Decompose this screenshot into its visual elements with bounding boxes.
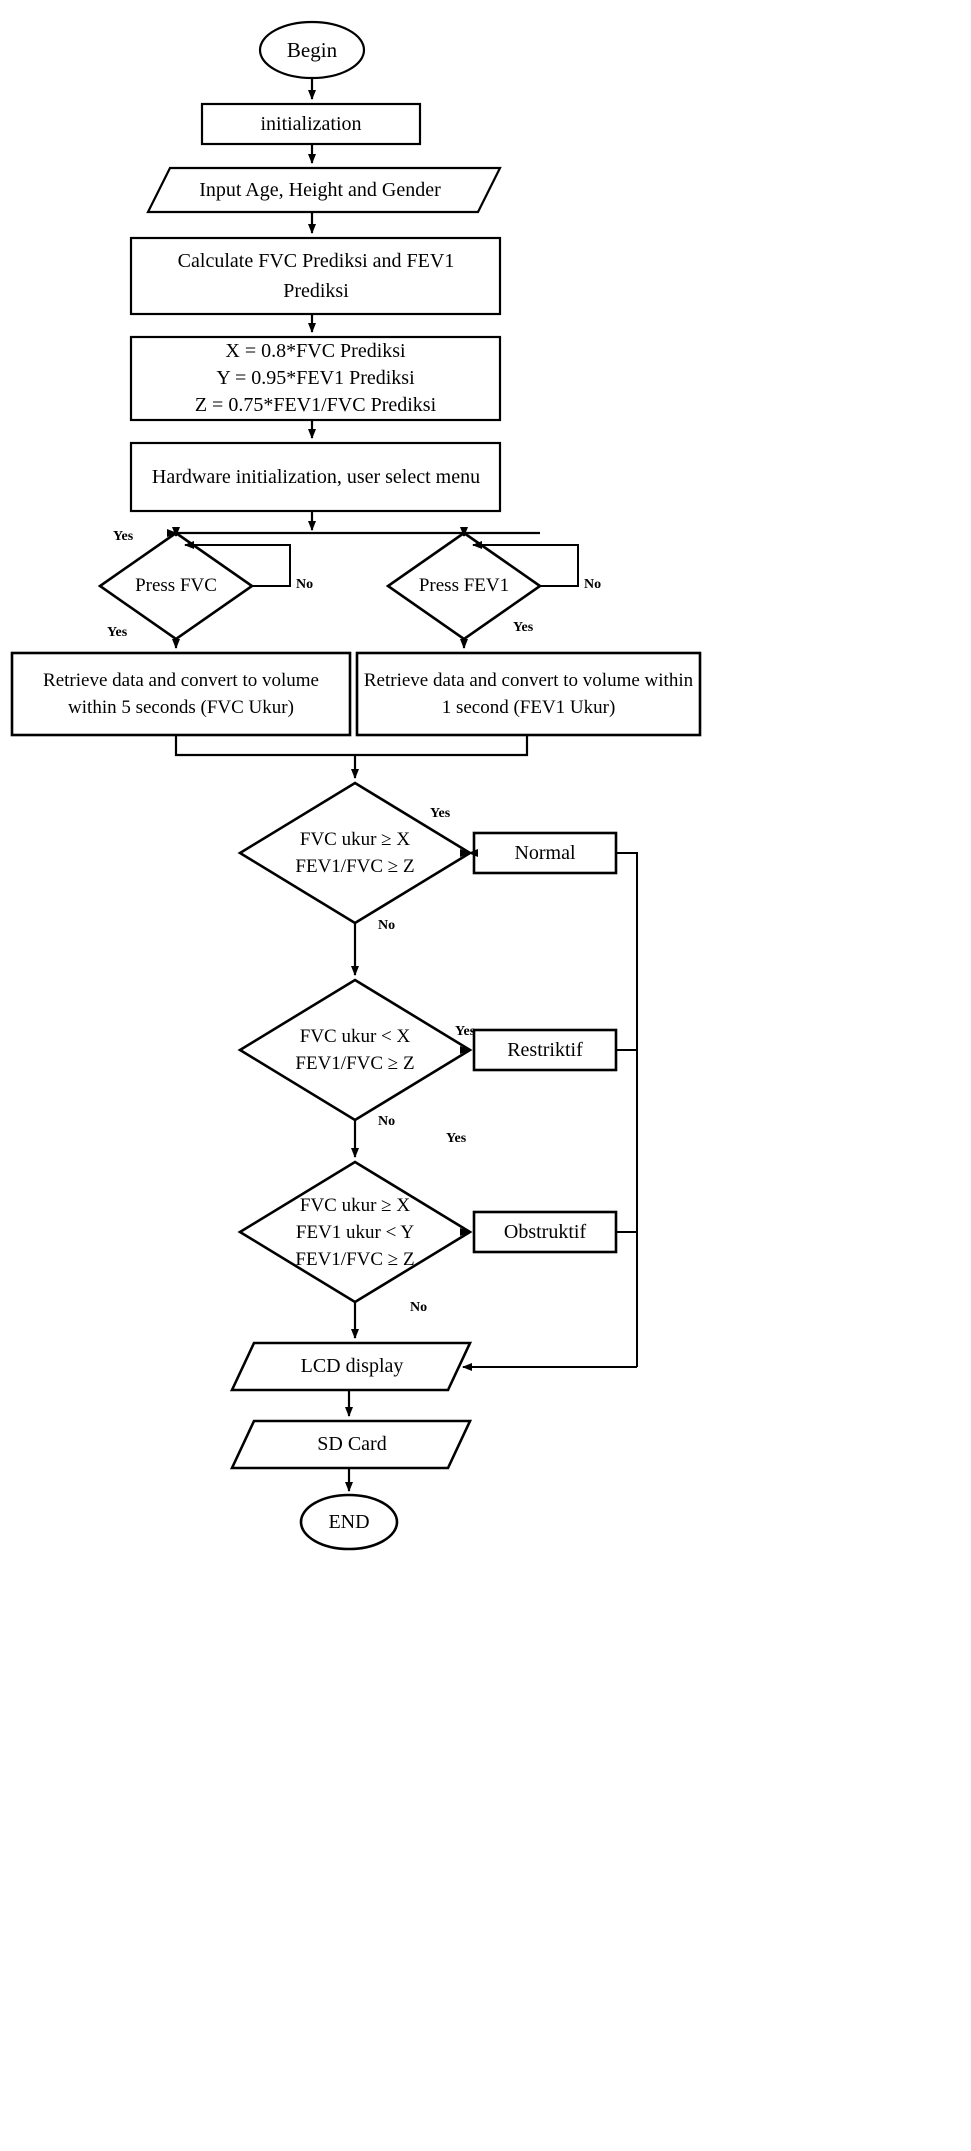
edge-fev1-no-loop xyxy=(472,541,579,587)
shape-obstruktif xyxy=(472,1210,618,1254)
edge-label-restriktif-no: No xyxy=(378,1114,396,1129)
shape-cond-obstruktif xyxy=(237,1160,473,1304)
shape-sdcard xyxy=(229,1419,473,1470)
edge-label-fvc-yes-left: Yes xyxy=(113,529,134,544)
edge-label-fvc-yes-down: Yes xyxy=(107,625,128,640)
edge-label-restriktif-yes: Yes xyxy=(455,1024,476,1039)
shape-cond-normal xyxy=(237,781,473,925)
shape-end xyxy=(299,1493,399,1551)
edge-normal-rail xyxy=(616,852,638,1367)
edge-label-fev1-no: No xyxy=(584,577,602,592)
shape-retrieve-fvc xyxy=(10,651,352,737)
edge-label-fvc-no: No xyxy=(296,577,314,592)
edge-label-fev1-yes-down: Yes xyxy=(513,620,534,635)
shape-normal xyxy=(472,831,618,875)
shape-retrieve-fev1 xyxy=(355,651,702,737)
shape-input xyxy=(146,166,502,214)
edge-merge-retrieve xyxy=(174,735,529,757)
shape-initialization xyxy=(200,102,422,146)
edge-label-obstruktif-no: No xyxy=(410,1300,428,1315)
shape-cond-restriktif xyxy=(237,978,473,1122)
edge-label-normal-no: No xyxy=(378,918,396,933)
shape-begin xyxy=(258,20,366,80)
shape-restriktif xyxy=(472,1028,618,1072)
edge-label-normal-yes: Yes xyxy=(430,806,451,821)
shape-hardware xyxy=(129,441,502,513)
shape-press-fvc xyxy=(97,531,255,641)
edge-label-obstruktif-yes: Yes xyxy=(446,1131,467,1146)
shape-lcd xyxy=(229,1341,473,1392)
shape-formulas xyxy=(129,335,502,422)
shape-calculate xyxy=(129,236,502,316)
edge-fvc-no-loop xyxy=(184,541,291,587)
